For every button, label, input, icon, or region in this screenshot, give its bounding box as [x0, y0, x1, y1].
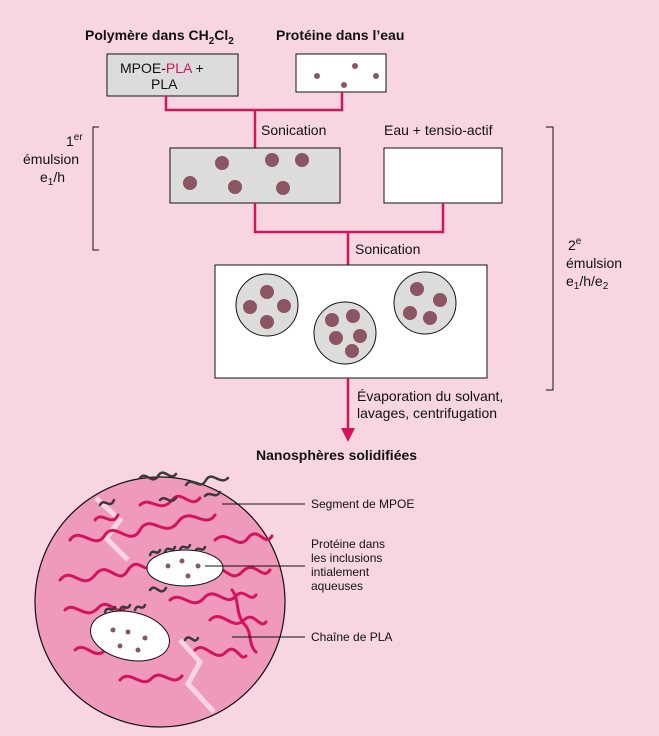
double-emulsion-globules	[235, 271, 457, 365]
sonication-label-2: Sonication	[355, 241, 420, 257]
polymer-phase-title: Polymère dans CH2Cl2	[85, 27, 234, 47]
first-emulsion-box	[169, 147, 341, 204]
first-emulsion-digit: 1	[66, 133, 74, 149]
legend-protein-line2: les inclusions	[311, 551, 382, 565]
legend-mpoe-segment: Segment de MPOE	[311, 497, 414, 511]
polymer-title-mid: Cl	[214, 27, 228, 43]
first-emulsion-bracket	[92, 126, 99, 251]
second-formula-sub1: 1	[574, 281, 580, 292]
polymer-box-plus: +	[192, 60, 204, 76]
protein-dots-top	[314, 63, 379, 88]
legend-leader-lines	[205, 503, 305, 638]
first-formula-sub: 1	[48, 177, 54, 188]
aqueous-inclusion-lower	[90, 610, 170, 662]
second-emulsion-sup: e	[576, 236, 582, 247]
nanosphere-body	[34, 476, 286, 728]
protein-dots-inclusions	[110, 558, 201, 653]
polymer-solution-box	[106, 53, 239, 97]
nanospheres-title: Nanosphères solidifiées	[256, 447, 417, 463]
first-emulsion-number: 1er	[66, 132, 83, 149]
second-emulsion-bracket	[546, 126, 554, 391]
second-emulsion-number: 2e	[568, 236, 582, 253]
polymer-box-pla-1: PLA	[166, 60, 193, 76]
second-emulsion-formula: e1/h/e2	[566, 273, 609, 292]
aqueous-inclusion-upper	[146, 549, 224, 587]
legend-protein-line1: Protéine dans	[311, 537, 385, 551]
connector-second-mix	[253, 203, 445, 265]
protein-phase-title: Protéine dans l’eau	[276, 27, 404, 43]
second-emulsion-digit: 2	[568, 237, 576, 253]
first-emulsion-formula: e1/h	[40, 169, 65, 188]
first-emulsion-sup: er	[74, 132, 84, 143]
pla-chains	[58, 494, 274, 684]
polymer-title-sub2: 2	[228, 36, 234, 47]
mpoe-segments	[98, 471, 230, 642]
nanosphere-fissure-bottom	[178, 638, 216, 714]
polymer-box-mpoe: MPOE-	[120, 60, 166, 76]
second-formula-sub2: 2	[603, 281, 609, 292]
connector-first-mix	[164, 92, 344, 148]
evaporation-label-line1: Évaporation du solvant,	[357, 388, 503, 404]
nanosphere-cross-section	[34, 471, 286, 728]
legend-protein-line4: aqueuses	[311, 579, 363, 593]
protein-solution-box	[295, 53, 387, 93]
evaporation-label-line2: lavages, centrifugation	[357, 405, 497, 421]
polymer-title-sub1: 2	[209, 36, 215, 47]
globule-middle	[313, 301, 377, 365]
water-surfactant-label: Eau + tensio-actif	[384, 122, 493, 138]
evaporation-arrow	[341, 378, 355, 442]
first-formula-e: e	[40, 169, 48, 185]
sonication-label-1: Sonication	[261, 122, 326, 138]
polymer-title-prefix: Polymère dans CH	[85, 27, 209, 43]
polymer-box-line1: MPOE-PLA +	[120, 60, 204, 76]
water-surfactant-box	[383, 147, 503, 204]
first-formula-h: /h	[53, 169, 65, 185]
globule-left	[235, 273, 299, 337]
second-emulsion-word: émulsion	[566, 255, 622, 271]
legend-protein-line3: intialement	[311, 565, 370, 579]
second-formula-e: e	[566, 273, 574, 289]
globule-right	[393, 271, 457, 335]
first-emulsion-word: émulsion	[23, 151, 79, 167]
second-formula-mid: /h/e	[579, 273, 603, 289]
first-emulsion-droplets	[183, 153, 309, 195]
polymer-box-line2: PLA	[151, 76, 178, 92]
legend-pla-chain: Chaîne de PLA	[311, 630, 392, 644]
